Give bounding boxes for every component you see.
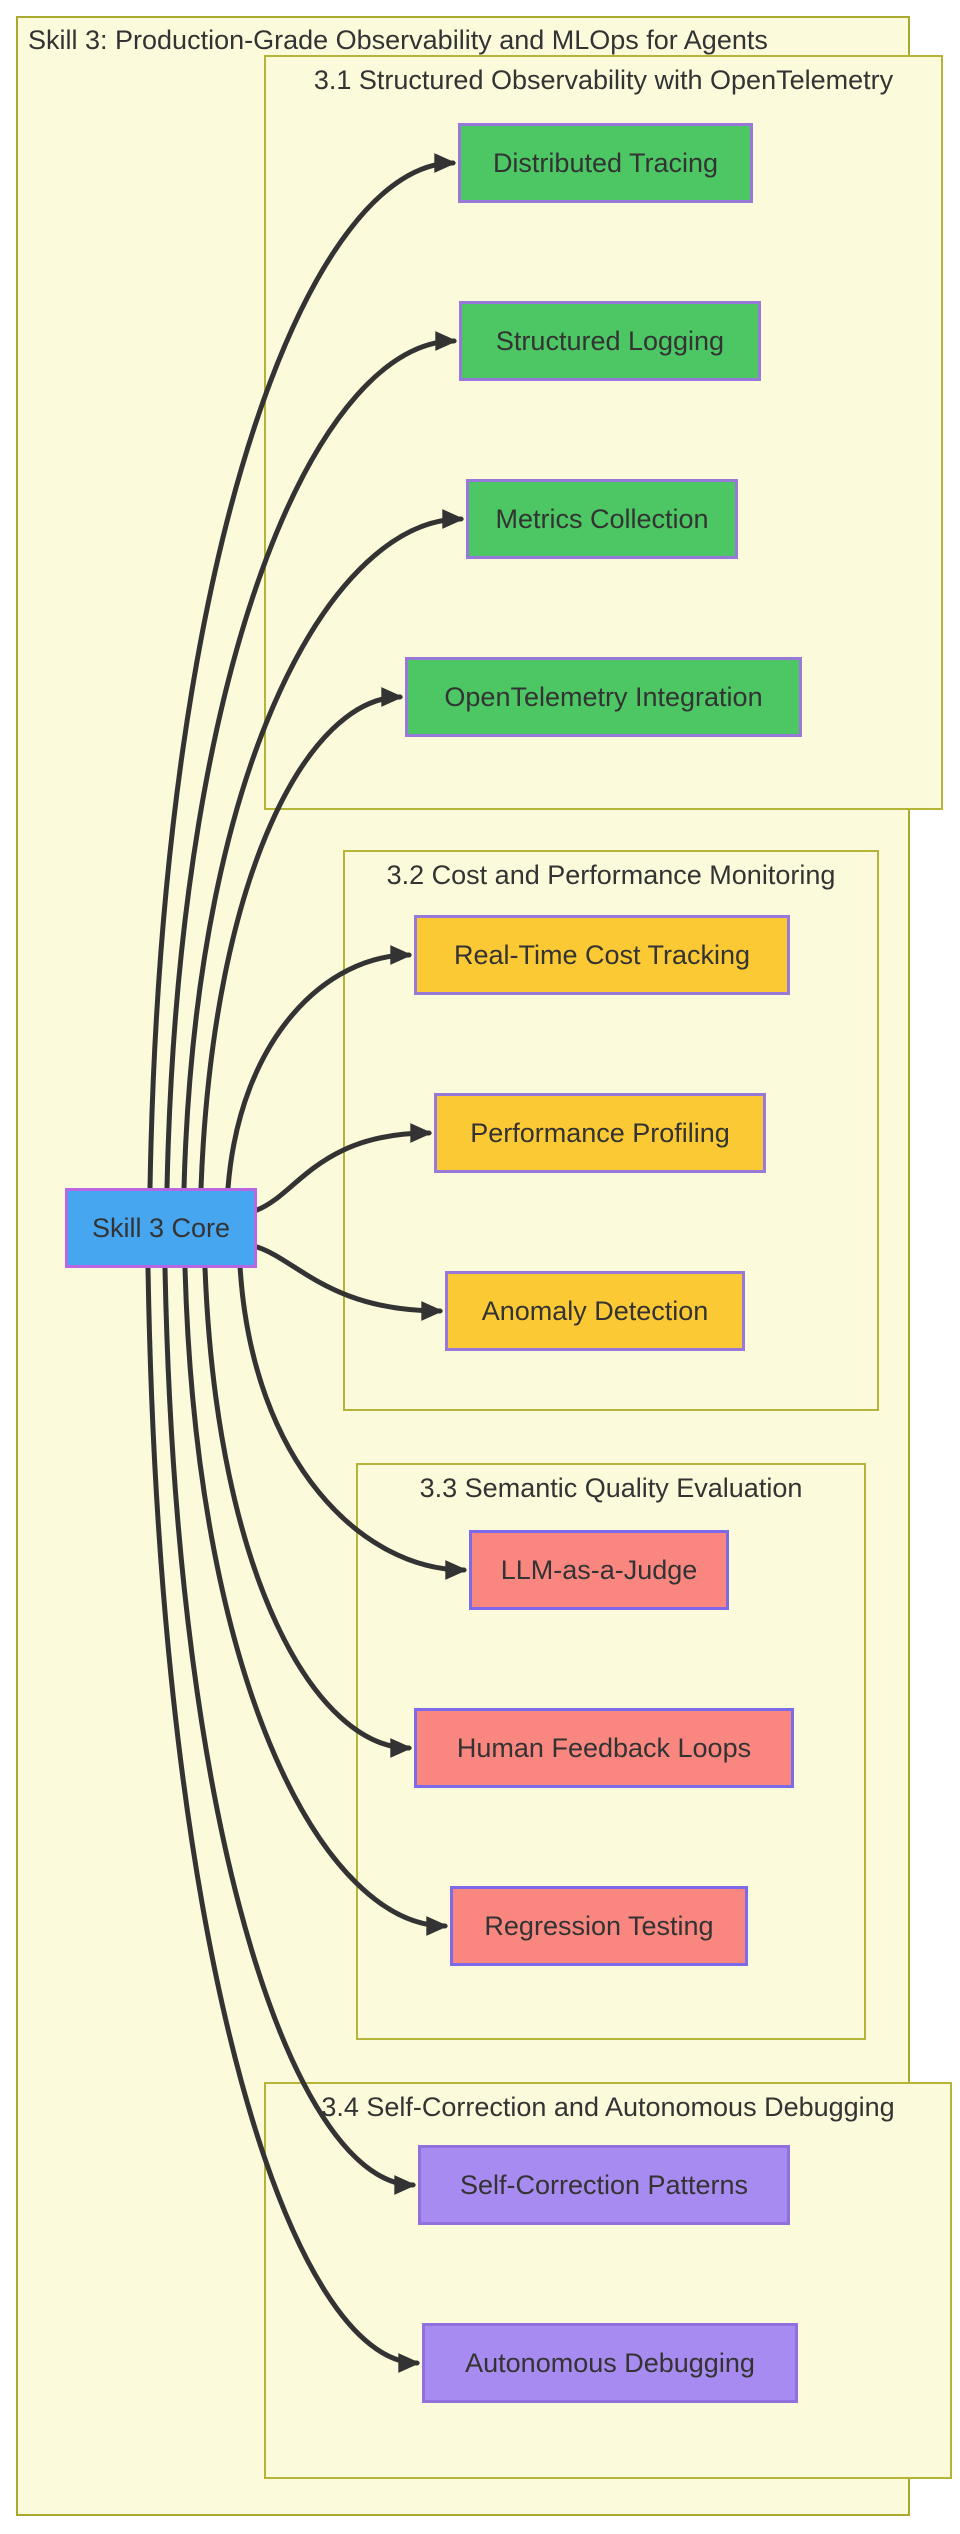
node-llm-as-a-judge: LLM-as-a-Judge (469, 1530, 729, 1610)
subgraph-3-4-title: 3.4 Self-Correction and Autonomous Debug… (321, 2092, 895, 2122)
edge-skill3-core-autonomous-debugging (145, 1265, 421, 2373)
edge-skill3-core-regression-testing (182, 1265, 449, 1936)
subgraph-3-3-title: 3.3 Semantic Quality Evaluation (419, 1473, 803, 1503)
edge-skill3-core-performance-profiling (254, 1123, 433, 1213)
subgraph-3-1-title: 3.1 Structured Observability with OpenTe… (313, 65, 894, 95)
node-structured-logging: Structured Logging (459, 301, 761, 381)
node-label: LLM-as-a-Judge (500, 1554, 698, 1585)
edge-skill3-core-opentelemetry-integration (198, 687, 404, 1191)
node-label: Real-Time Cost Tracking (453, 939, 751, 970)
node-label: Autonomous Debugging (465, 2347, 755, 2378)
edge-skill3-core-metrics-collection (181, 509, 465, 1191)
edge-skill3-core-real-time-cost-tracking (225, 945, 413, 1191)
edge-skill3-core-self-correction-patterns (162, 1265, 417, 2195)
node-label: Metrics Collection (495, 503, 709, 534)
edge-skill3-core-human-feedback-loops (202, 1265, 413, 1758)
node-label: OpenTelemetry Integration (444, 681, 763, 712)
node-label: Anomaly Detection (481, 1295, 709, 1326)
node-label: Structured Logging (495, 325, 725, 356)
node-metrics-collection: Metrics Collection (466, 479, 738, 559)
node-self-correction-patterns: Self-Correction Patterns (418, 2145, 790, 2225)
node-opentelemetry-integration: OpenTelemetry Integration (405, 657, 802, 737)
node-real-time-cost-tracking: Real-Time Cost Tracking (414, 915, 790, 995)
node-performance-profiling: Performance Profiling (434, 1093, 766, 1173)
subgraph-3-2-title: 3.2 Cost and Performance Monitoring (386, 860, 836, 890)
node-distributed-tracing: Distributed Tracing (458, 123, 753, 203)
edge-skill3-core-anomaly-detection (254, 1244, 444, 1321)
node-label: Distributed Tracing (492, 147, 719, 178)
edge-skill3-core-structured-logging (164, 331, 458, 1191)
node-human-feedback-loops: Human Feedback Loops (414, 1708, 794, 1788)
node-label: Regression Testing (484, 1910, 714, 1941)
node-autonomous-debugging: Autonomous Debugging (422, 2323, 798, 2403)
node-label: Human Feedback Loops (456, 1732, 752, 1763)
diagram-title: Skill 3: Production-Grade Observability … (28, 25, 768, 55)
node-regression-testing: Regression Testing (450, 1886, 748, 1966)
edge-skill3-core-llm-as-a-judge (237, 1263, 468, 1580)
node-anomaly-detection: Anomaly Detection (445, 1271, 745, 1351)
node-label: Performance Profiling (470, 1117, 730, 1148)
node-label: Self-Correction Patterns (459, 2169, 749, 2200)
node-label: Skill 3 Core (91, 1212, 231, 1243)
node-skill3-core: Skill 3 Core (65, 1188, 257, 1268)
edge-skill3-core-distributed-tracing (147, 153, 457, 1191)
